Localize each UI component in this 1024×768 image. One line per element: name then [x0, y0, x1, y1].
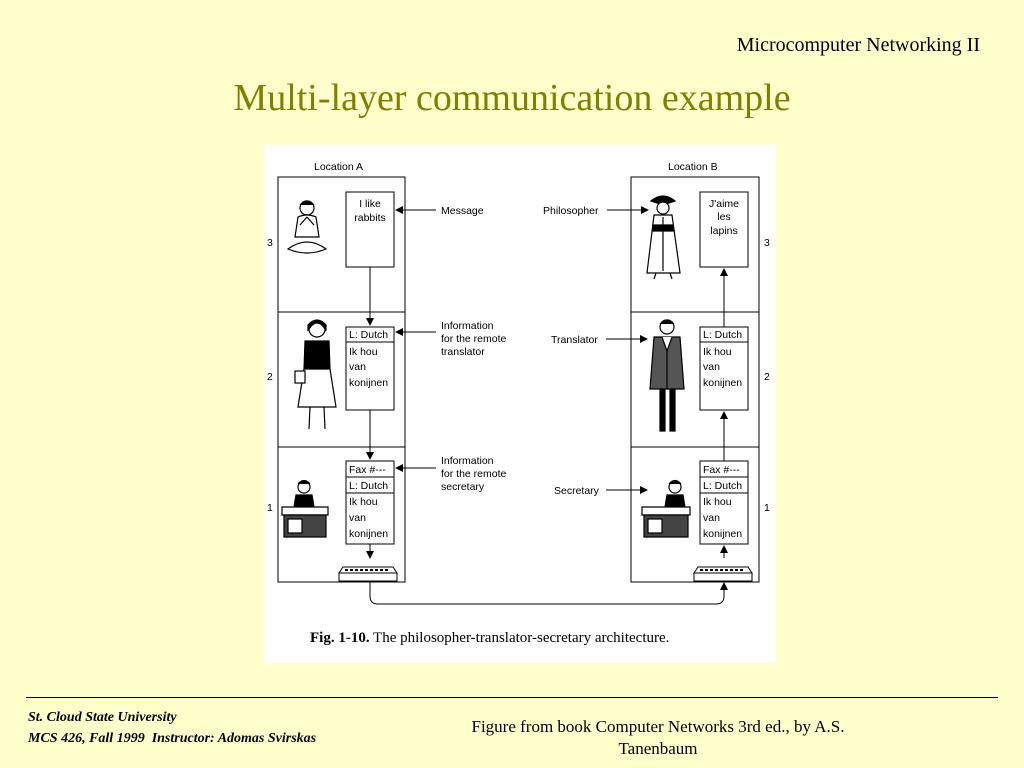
- left-l2-line1: L: Dutch: [349, 329, 388, 341]
- translator-label: Translator: [551, 334, 598, 346]
- right-l1-line4: van: [703, 512, 720, 524]
- info-secretary-line2: for the remote: [441, 468, 507, 480]
- footer-institution: St. Cloud State University MCS 426, Fall…: [28, 707, 316, 749]
- layer-number-2-right: 2: [764, 371, 770, 383]
- left-box-layer3: I like rabbits: [345, 191, 395, 268]
- fax-machine-right-icon: [693, 566, 753, 582]
- layer-number-2-left: 2: [267, 371, 273, 383]
- left-l2-line4: konijnen: [349, 377, 388, 389]
- layer-number-3-right: 3: [764, 237, 770, 249]
- slide-title: Multi-layer communication example: [233, 77, 791, 119]
- right-l2-line2: Ik hou: [703, 346, 732, 358]
- left-l1-line2: L: Dutch: [349, 480, 388, 492]
- right-l1-line5: konijnen: [703, 528, 742, 540]
- right-l2-line1: L: Dutch: [703, 329, 742, 341]
- figure-caption-text: The philosopher-translator-secretary arc…: [370, 630, 670, 646]
- right-l2-line3: van: [703, 361, 720, 373]
- secretary-label: Secretary: [554, 485, 600, 497]
- info-secretary-annotation: Information for the remote secretary: [395, 455, 507, 493]
- left-box-layer2: L: Dutch Ik hou van konijnen: [345, 326, 395, 411]
- location-b-column: [630, 176, 760, 583]
- left-box-layer1: Fax #--- L: Dutch Ik hou van konijnen: [345, 460, 395, 545]
- left-l3-line2: rabbits: [354, 212, 386, 224]
- layer-number-3-left: 3: [267, 237, 273, 249]
- secretary-desk-left-icon: [281, 479, 329, 538]
- layer-number-1-right: 1: [764, 502, 770, 514]
- left-l1-line3: Ik hou: [349, 496, 378, 508]
- right-l3-line1: J'aime: [709, 198, 739, 210]
- architecture-diagram: Location A Location B 3 2 1 3 2 1 I like…: [267, 161, 770, 646]
- left-l1-line4: van: [349, 512, 366, 524]
- layer-number-1-left: 1: [267, 502, 273, 514]
- footer-course: MCS 426, Fall 1999 Instructor: Adomas Sv…: [28, 731, 317, 746]
- footer-divider: [26, 697, 998, 698]
- info-secretary-line1: Information: [441, 455, 494, 467]
- right-l3-line3: lapins: [710, 225, 737, 237]
- right-l2-line4: konijnen: [703, 377, 742, 389]
- right-l3-line2: les: [717, 211, 730, 223]
- figure-caption-number: Fig. 1-10.: [310, 630, 370, 646]
- fax-machine-left-icon: [338, 566, 398, 582]
- right-l1-line1: Fax #---: [703, 464, 740, 476]
- translator-annotation: Translator: [551, 334, 648, 346]
- info-secretary-line3: secretary: [441, 481, 485, 493]
- location-b-label: Location B: [668, 161, 718, 173]
- right-box-layer1: Fax #--- L: Dutch Ik hou van konijnen: [699, 460, 749, 545]
- right-l1-line3: Ik hou: [703, 496, 732, 508]
- architecture-figure: Location A Location B 3 2 1 3 2 1 I like…: [264, 145, 776, 663]
- meditating-philosopher-icon: [286, 200, 328, 254]
- right-box-layer2: L: Dutch Ik hou van konijnen: [699, 326, 749, 411]
- info-translator-line3: translator: [441, 346, 485, 358]
- translator-man-icon: [649, 319, 685, 432]
- philosopher-figure-icon: [646, 195, 681, 280]
- message-annotation: Message: [395, 205, 484, 217]
- philosopher-annotation: Philosopher: [543, 205, 649, 217]
- course-title: Microcomputer Networking II: [736, 34, 980, 56]
- right-box-layer3: J'aime les lapins: [699, 191, 749, 268]
- left-l1-line1: Fax #---: [349, 464, 386, 476]
- left-l2-line3: van: [349, 361, 366, 373]
- fax-link-line: [369, 581, 728, 605]
- left-l3-line1: I like: [359, 198, 381, 210]
- info-translator-line2: for the remote: [441, 333, 507, 345]
- footer-source: Figure from book Computer Networks 3rd e…: [471, 717, 845, 758]
- translator-woman-icon: [294, 319, 337, 430]
- secretary-annotation: Secretary: [554, 485, 648, 497]
- location-a-label: Location A: [314, 161, 363, 173]
- philosopher-label: Philosopher: [543, 205, 599, 217]
- info-translator-line1: Information: [441, 320, 494, 332]
- left-l2-line2: Ik hou: [349, 346, 378, 358]
- left-l1-line5: konijnen: [349, 528, 388, 540]
- info-translator-annotation: Information for the remote translator: [395, 320, 507, 358]
- location-a-column: [277, 176, 406, 583]
- footer-university: St. Cloud State University: [28, 710, 177, 725]
- right-l1-line2: L: Dutch: [703, 480, 742, 492]
- figure-caption: Fig. 1-10. The philosopher-translator-se…: [310, 630, 669, 646]
- message-label: Message: [441, 205, 484, 217]
- secretary-desk-right-icon: [641, 479, 691, 538]
